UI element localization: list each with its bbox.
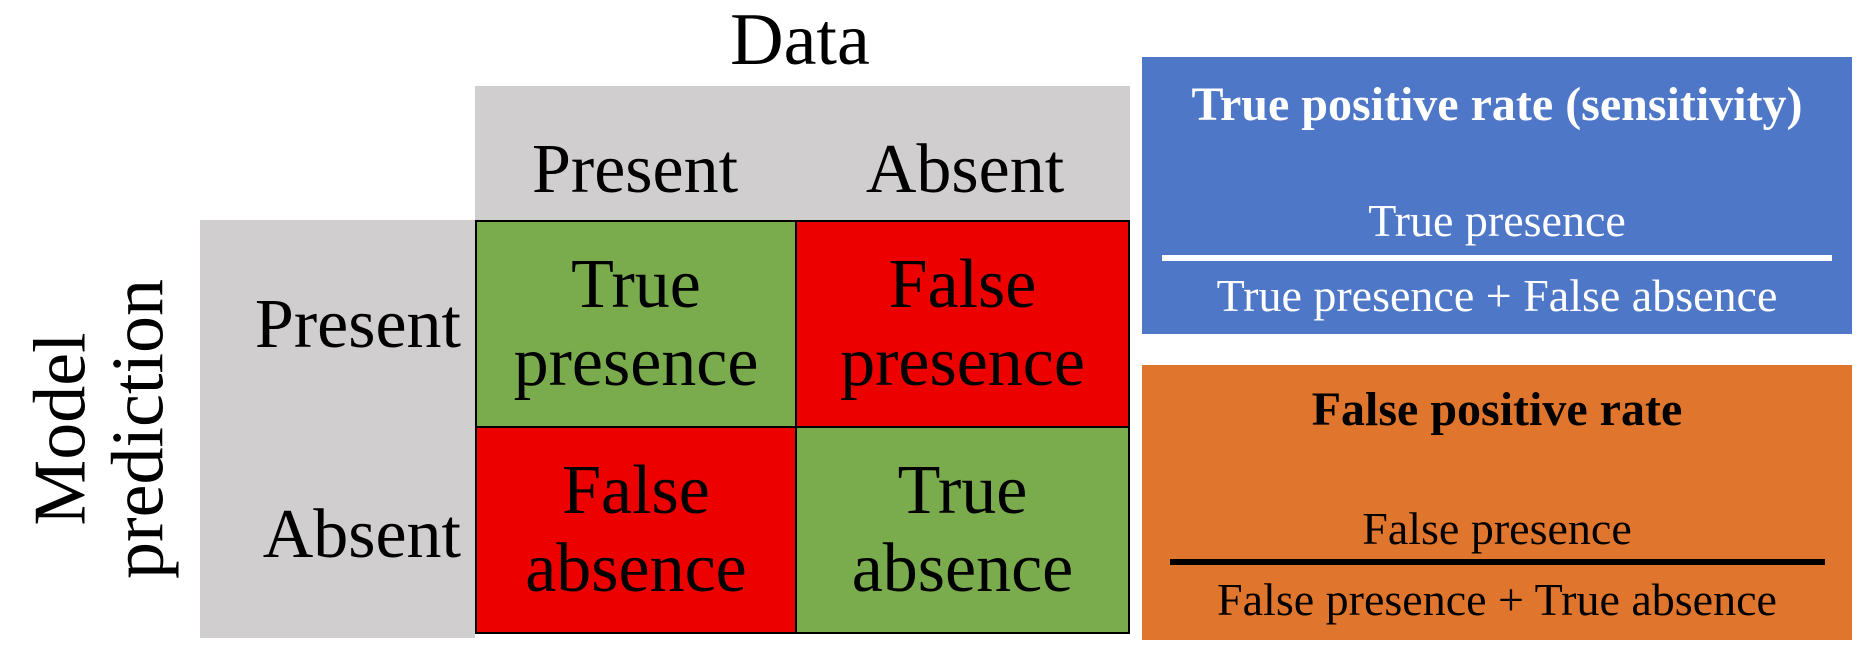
tpr-numerator: True presence	[1368, 195, 1626, 246]
row-header-present: Present	[254, 286, 461, 363]
cell-line: True	[897, 451, 1028, 529]
cell-line: absence	[851, 530, 1074, 607]
cell-line: absence	[525, 530, 747, 607]
data-axis-title: Data	[730, 0, 870, 81]
cell-line: True	[571, 245, 701, 323]
tpr-title: True positive rate (sensitivity)	[1191, 78, 1803, 131]
cell-true-presence: True presence	[475, 220, 797, 428]
cell-line: presence	[513, 324, 759, 401]
cell-false-absence: False absence	[475, 426, 797, 634]
false-positive-rate-box: False positive rate False presence False…	[1142, 365, 1852, 640]
cell-line: presence	[840, 324, 1085, 401]
true-positive-rate-box: True positive rate (sensitivity) True pr…	[1142, 57, 1852, 334]
cell-true-absence: True absence	[795, 426, 1130, 634]
cell-line: False	[888, 245, 1037, 323]
tpr-denominator: True presence + False absence	[1216, 270, 1778, 321]
tpr-fraction-line	[1162, 255, 1832, 261]
axis-label-line-1: Model	[19, 332, 102, 526]
fpr-numerator: False presence	[1362, 503, 1632, 554]
row-header-background	[200, 220, 475, 638]
column-header-absent: Absent	[865, 131, 1065, 208]
column-header-background	[475, 86, 1130, 220]
column-header-present: Present	[531, 131, 739, 208]
cell-line: False	[562, 451, 710, 529]
fpr-title: False positive rate	[1311, 383, 1683, 436]
fpr-fraction-line	[1170, 559, 1825, 565]
row-header-absent: Absent	[262, 496, 461, 573]
cell-false-presence: False presence	[795, 220, 1130, 428]
model-prediction-axis-label: Model prediction	[0, 220, 200, 638]
axis-label-line-2: prediction	[97, 278, 179, 580]
fpr-denominator: False presence + True absence	[1217, 574, 1777, 625]
